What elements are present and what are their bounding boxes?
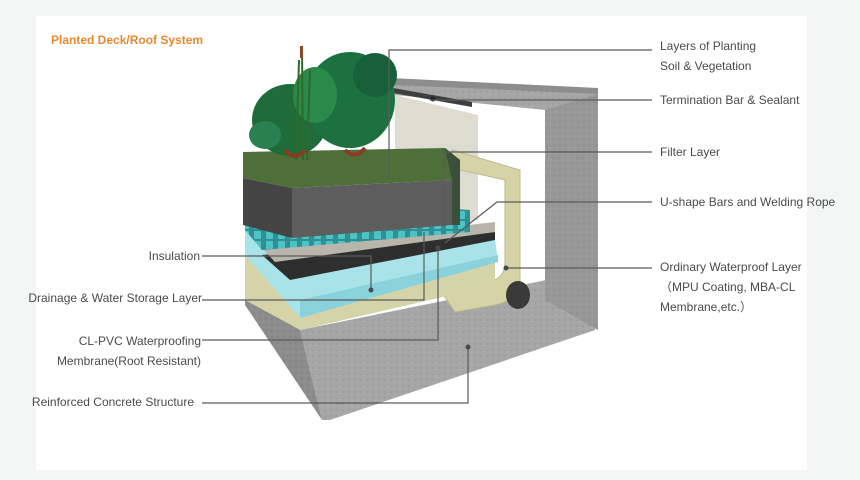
label-insulation: Insulation (148, 249, 200, 263)
welding-rope (506, 281, 530, 309)
vegetation (249, 46, 397, 161)
concrete-parapet-wall (390, 78, 598, 330)
label-ordinary-waterproof: Ordinary Waterproof Layer （MPU Coating, … (660, 260, 802, 314)
label-drainage-layer: Drainage & Water Storage Layer (28, 291, 202, 305)
label-u-shape-bars: U-shape Bars and Welding Rope (660, 195, 836, 209)
label-filter-layer: Filter Layer (660, 145, 721, 159)
diagram-title: Planted Deck/Roof System (51, 33, 204, 47)
label-cl-pvc-membrane: CL-PVC Waterproofing Membrane(Root Resis… (56, 334, 201, 368)
label-planting-soil: Layers of Planting Soil & Vegetation (660, 39, 757, 73)
label-termination-bar: Termination Bar & Sealant (660, 93, 800, 107)
label-reinforced-concrete: Reinforced Concrete Structure (31, 395, 194, 409)
planting-soil (243, 148, 460, 238)
leader-dots (368, 245, 509, 350)
leader-lines (202, 49, 652, 404)
